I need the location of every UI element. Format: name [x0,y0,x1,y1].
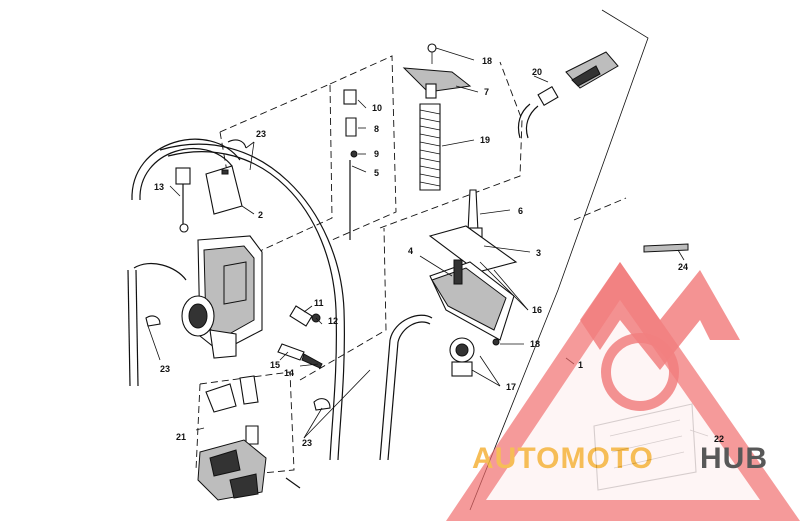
watermark-word-automoto: AUTOMOTO [472,442,654,475]
float-bowl [428,225,518,377]
automotohub-watermark: AUTOMOTO HUB [446,262,800,521]
callout-18-top: 18 [482,56,492,66]
callout-10: 10 [372,103,382,113]
callout-12: 12 [328,316,338,326]
callout-9: 9 [374,149,379,159]
callout-18-bowl: 18 [530,339,540,349]
callout-labels: 1 2 3 4 5 6 7 8 9 10 11 12 13 14 15 16 1… [154,56,724,448]
callout-13: 13 [154,182,164,192]
throttle-assembly [343,43,483,243]
callout-4: 4 [408,246,413,256]
callout-11: 11 [314,298,324,308]
watermark-m-mark [580,262,740,370]
callout-19: 19 [480,135,490,145]
callout-7: 7 [484,87,489,97]
hoses [127,138,433,461]
leader-lines [147,47,709,439]
callout-21: 21 [176,432,186,442]
float-assembly [197,375,301,501]
watermark-ring [601,333,679,411]
watermark-word-hub: HUB [700,442,768,475]
callout-17: 17 [506,382,516,392]
callout-2: 2 [258,210,263,220]
callout-14: 14 [284,368,294,378]
carburetor-body [145,139,331,411]
callout-15: 15 [270,360,280,370]
callout-8: 8 [374,124,379,134]
callout-5: 5 [374,168,379,178]
callout-1: 1 [578,360,583,370]
callout-6: 6 [518,206,523,216]
callout-3: 3 [536,248,541,258]
callout-20: 20 [532,67,542,77]
frame-line [469,9,649,511]
callout-23-top: 23 [256,129,266,139]
callout-22: 22 [714,434,724,444]
callout-23-left: 23 [160,364,170,374]
throttle-grip [517,51,619,139]
callout-24: 24 [678,262,688,272]
callout-23-bottom: 23 [302,438,312,448]
callout-16: 16 [532,305,542,315]
